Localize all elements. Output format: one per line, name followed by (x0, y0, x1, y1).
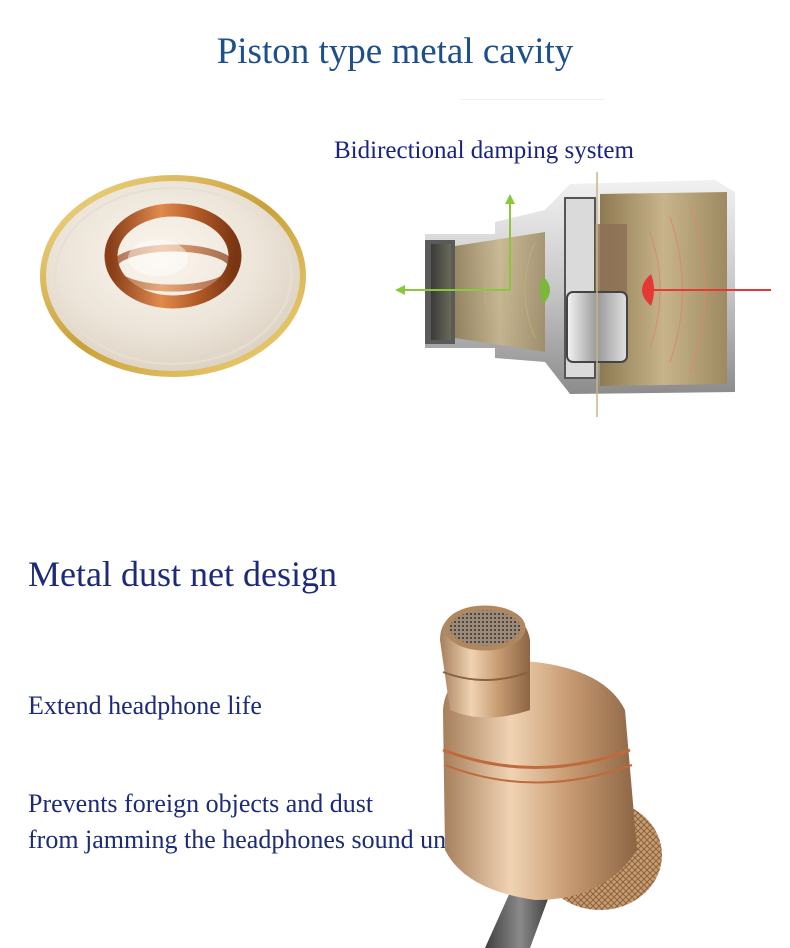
diaphragm-image (40, 175, 306, 377)
section-title-piston: Piston type metal cavity (216, 31, 574, 72)
divider (460, 99, 605, 100)
feature-prevents-dust-line1: Prevents foreign objects and dust (28, 789, 374, 818)
gold-earbud-image (440, 605, 662, 948)
damping-system-label: Bidirectional damping system (334, 137, 634, 164)
feature-prevents-dust: Prevents foreign objects and dust from j… (28, 786, 461, 858)
feature-prevents-dust-line2: from jamming the headphones sound unit (28, 825, 461, 854)
feature-extend-life: Extend headphone life (28, 691, 262, 720)
section-title-dust-net: Metal dust net design (28, 554, 337, 594)
earbud-cutaway-diagram (395, 172, 771, 417)
